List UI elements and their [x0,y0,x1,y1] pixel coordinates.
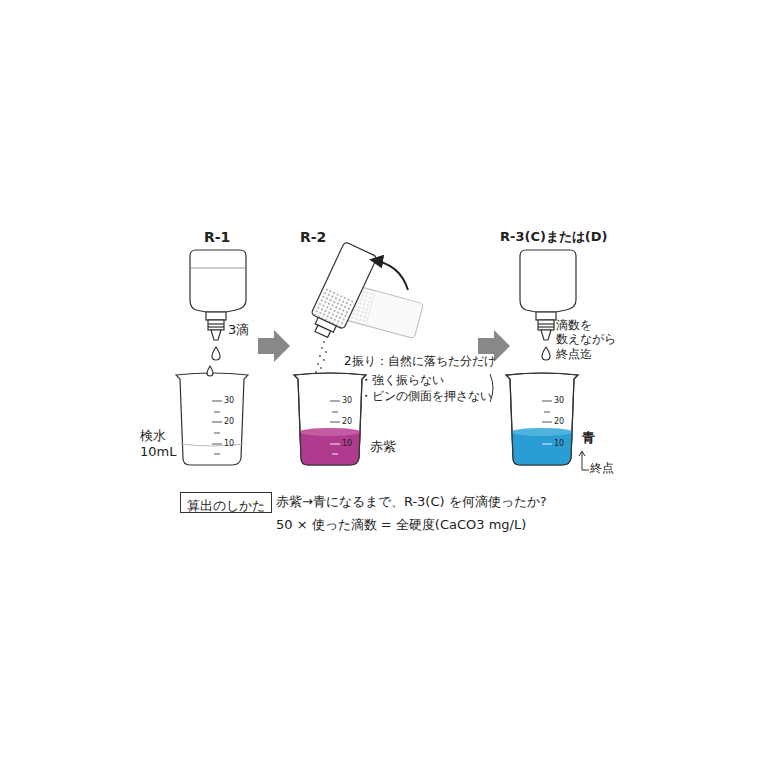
endpoint-label: 終点 [590,461,614,475]
scale-number: 10 [342,439,352,449]
scale-number: 20 [554,417,564,427]
sample-label: 検水 10mL [140,428,184,459]
beaker-2 [294,373,366,465]
scale-number: 30 [342,396,352,406]
formula-text: 50 × 使った滴数 = 全硬度(CaCO3 mg/L) [276,517,526,533]
note-text: ・ビンの側面を押さない [360,389,492,403]
scale-number: 10 [224,439,234,449]
note-text: 2振り：自然に落ちた分だけ [344,354,496,368]
step-title: R-1 [204,229,230,246]
scale-number: 30 [554,396,564,406]
drop-count: 3滴 [228,322,249,338]
formula-text: 赤紫→青になるまで、R-3(C) を何滴使ったか? [276,494,547,510]
beaker-1 [176,366,248,465]
step-title: R-2 [300,229,326,246]
note-text: 滴数を 数えながら 終点迄 [556,318,624,361]
endpoint-pointer [579,451,589,470]
scale-number: 20 [224,417,234,427]
bottle-r2 [305,242,377,342]
step-arrow [258,330,290,362]
scale-number: 20 [342,417,352,427]
box-text: 算出のしかた [187,498,265,513]
scale-number: 10 [554,439,564,449]
method-box: 算出のしかた [180,492,272,513]
step-title: R-3(C)または(D) [500,229,608,245]
tilt-arrow [372,260,408,290]
scale-number: 30 [224,396,234,406]
color-label: 赤紫 [370,439,396,455]
bottle-r1 [190,250,246,360]
beaker-3 [506,373,578,465]
color-label: 青 [582,430,595,446]
note-text: ・強く振らない [360,373,444,387]
